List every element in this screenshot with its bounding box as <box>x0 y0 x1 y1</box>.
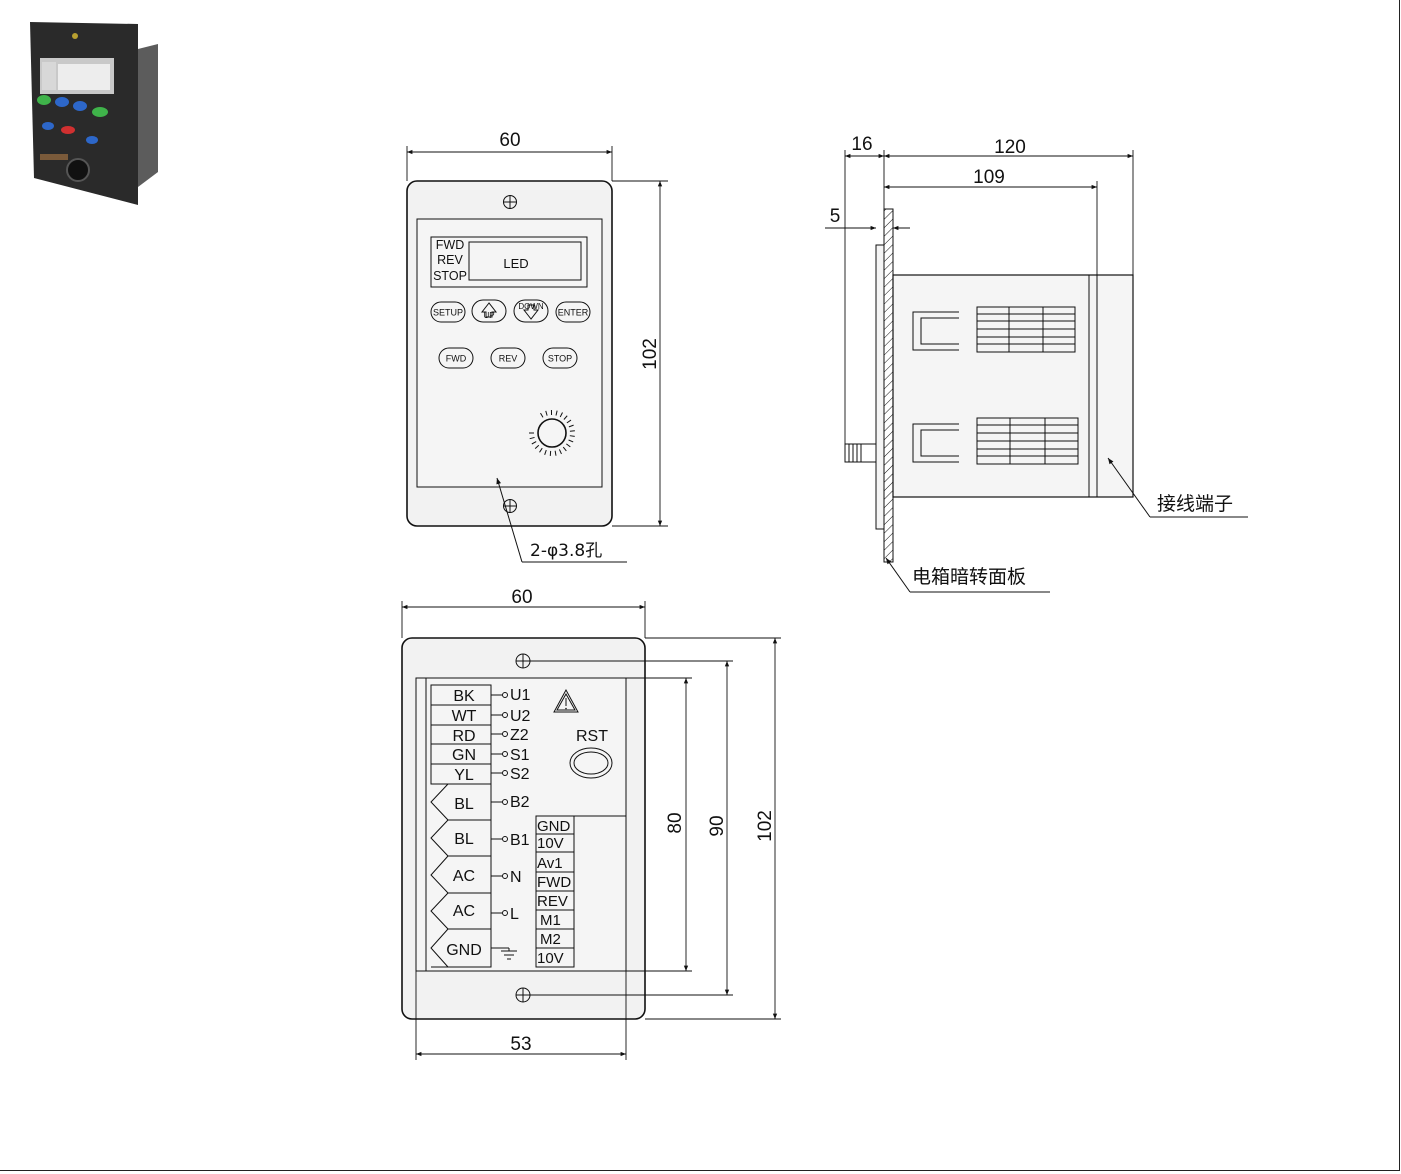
wire-color-rd: RD <box>452 728 475 745</box>
wire-terminals: U1 U2 Z2 S1 S2 <box>491 687 531 783</box>
terminal-block-lower <box>912 417 1079 465</box>
ctrl-m1: M1 <box>540 912 561 929</box>
rev-key <box>490 347 526 369</box>
rev-key-label: REV <box>499 354 518 364</box>
indicator-fwd: FWD <box>436 238 464 252</box>
warning-icon <box>553 688 579 713</box>
rst-label: RST <box>576 728 608 745</box>
terminal-s2: S2 <box>510 766 530 783</box>
ctrl-av1: Av1 <box>537 855 563 872</box>
power-terminal-block: BL BL AC AC GND B2 B1 N L <box>430 783 530 968</box>
total-depth-label: 120 <box>994 137 1026 158</box>
terminal-leader <box>1107 457 1151 518</box>
terminal-l: L <box>510 906 519 923</box>
front-width-label: 60 <box>499 130 520 151</box>
enter-key-label: ENTER <box>558 308 589 318</box>
height-102-label: 102 <box>755 810 776 842</box>
mount-hole-top <box>503 195 517 209</box>
fwd-key-label: FWD <box>446 354 467 364</box>
terminal-z2: Z2 <box>510 727 529 744</box>
down-key-label: DOWN <box>518 302 544 311</box>
indicator-stop: STOP <box>433 269 467 283</box>
ctrl-fwd: FWD <box>537 874 571 891</box>
wire-color-table: BK WT RD GN YL <box>430 684 492 785</box>
ctrl-gnd: GND <box>537 818 571 835</box>
down-arrow-icon <box>522 304 540 320</box>
hole-note: 2-φ3.8孔 <box>530 541 602 561</box>
terminal-b1: B1 <box>510 832 530 849</box>
up-arrow-icon <box>480 302 498 318</box>
front-height-label: 102 <box>640 338 661 370</box>
enter-key <box>555 301 591 323</box>
terminal-block-upper <box>912 306 1076 353</box>
wire-color-yl: YL <box>454 767 474 784</box>
down-key <box>513 299 549 323</box>
back-width-label: 60 <box>511 587 532 608</box>
back-view: BK WT RD GN YL U1 U2 Z2 S1 S2 <box>401 587 781 1060</box>
power-label-bl-1: BL <box>454 796 474 813</box>
panel-callout: 电箱暗转面板 <box>912 566 1026 588</box>
up-key <box>471 299 507 323</box>
speed-knob-icon <box>529 409 575 456</box>
control-terminal-strip: GND 10V Av1 FWD REV M1 M2 10V <box>535 815 626 968</box>
wire-color-gn: GN <box>452 747 476 764</box>
terminal-u1: U1 <box>510 687 531 704</box>
ctrl-m2: M2 <box>540 931 561 948</box>
ctrl-10v-2: 10V <box>537 950 564 967</box>
wire-color-wt: WT <box>452 708 477 725</box>
ctrl-10v-1: 10V <box>537 835 564 852</box>
stop-key <box>542 347 578 369</box>
rst-button <box>569 747 613 779</box>
back-hole-bottom <box>515 987 531 1003</box>
front-view: FWD REV STOP LED SETUP UP DOWN ENTER FWD… <box>406 130 668 563</box>
indicator-rev: REV <box>437 253 463 267</box>
front-bezel <box>875 244 885 530</box>
back-inner-width-label: 53 <box>510 1034 531 1055</box>
mounting-panel-hatch <box>883 208 894 563</box>
fwd-key <box>438 347 474 369</box>
terminal-u2: U2 <box>510 708 531 725</box>
setup-key <box>430 301 466 323</box>
wire-color-bk: BK <box>453 688 475 705</box>
power-label-bl-2: BL <box>454 831 474 848</box>
up-key-label: UP <box>483 311 494 320</box>
led-display <box>468 241 582 281</box>
display-label: LED <box>503 256 528 271</box>
terminal-s1: S1 <box>510 747 530 764</box>
product-photo <box>30 22 158 205</box>
terminal-n: N <box>510 869 522 886</box>
setup-key-label: SETUP <box>433 308 463 318</box>
power-label-gnd: GND <box>446 942 482 959</box>
power-label-ac-1: AC <box>453 868 475 885</box>
terminal-b2: B2 <box>510 794 530 811</box>
hole-leader <box>496 477 523 563</box>
side-view: 16 120 109 5 接线端子 电箱暗转面板 <box>825 134 1248 593</box>
display-frame <box>430 236 588 288</box>
ctrl-rev: REV <box>537 893 568 910</box>
bezel-dim-label: 16 <box>851 134 872 155</box>
terminal-callout: 接线端子 <box>1157 493 1233 515</box>
power-label-ac-2: AC <box>453 903 475 920</box>
height-90-label: 90 <box>707 815 728 836</box>
knob-knurl <box>848 444 862 462</box>
body-depth-label: 109 <box>973 167 1005 188</box>
stop-key-label: STOP <box>548 354 572 364</box>
front-inner-frame <box>416 218 603 488</box>
height-80-label: 80 <box>665 812 686 833</box>
panel-dim-label: 5 <box>830 206 841 227</box>
back-hole-top <box>515 653 531 669</box>
ground-icon <box>491 947 517 960</box>
panel-leader <box>885 557 911 593</box>
